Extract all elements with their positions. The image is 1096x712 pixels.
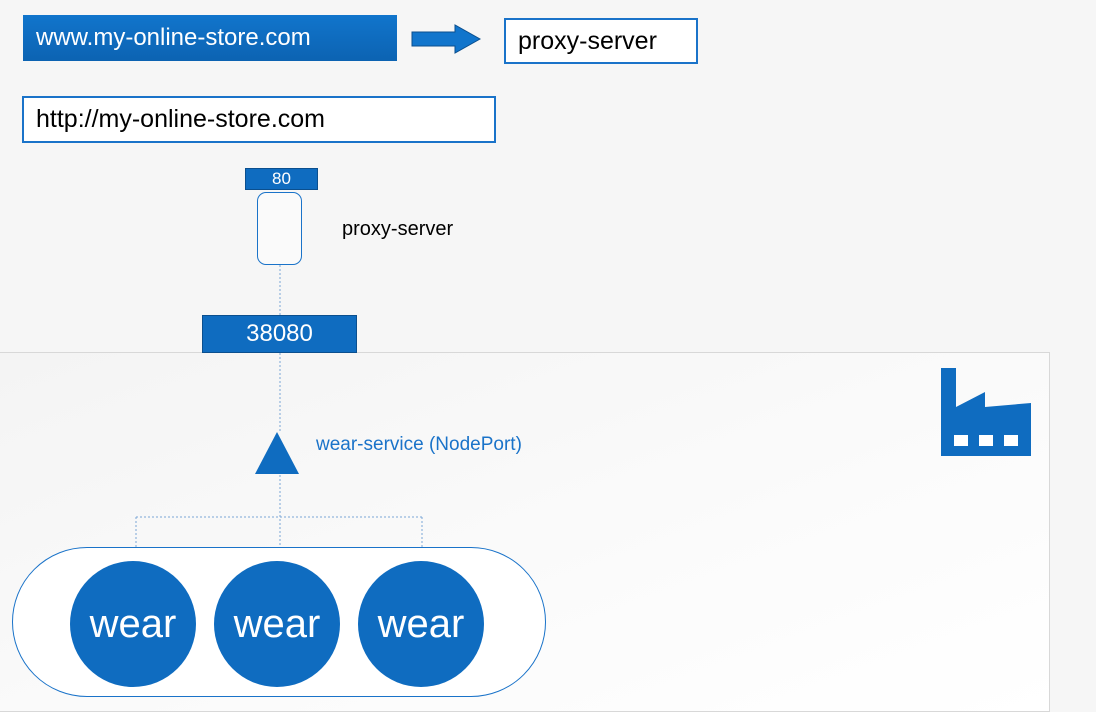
arrow-right-icon [411,24,481,54]
url-banner: www.my-online-store.com [23,15,397,61]
wear-pod-2: wear [214,561,340,687]
wear-pod-3: wear [358,561,484,687]
triangle-service-icon [255,432,299,474]
http-url-box: http://my-online-store.com [22,96,496,143]
service-label: wear-service (NodePort) [316,434,522,455]
proxy-pod [257,192,302,265]
proxy-port-box: 80 [245,168,318,190]
node-port-box: 38080 [202,315,357,353]
proxy-server-label: proxy-server [342,218,454,240]
factory-icon [941,368,1031,456]
wear-pod-1: wear [70,561,196,687]
proxy-server-box: proxy-server [504,18,698,64]
